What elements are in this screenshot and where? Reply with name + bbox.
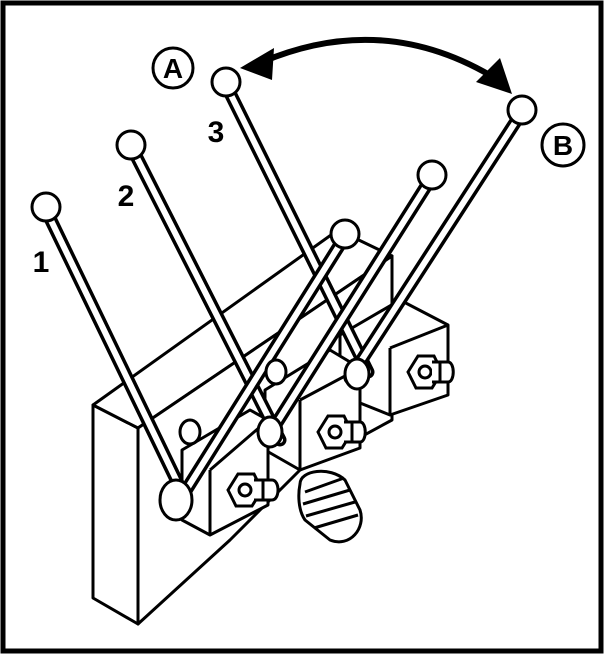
hydraulic-fittings [226,354,455,544]
svg-text:B: B [553,130,573,161]
pivot-caps [158,357,371,522]
svg-text:A: A [163,53,183,84]
levers [30,66,538,507]
pivot-1 [158,478,194,522]
pivot-2 [256,415,284,449]
lever-1 [30,191,191,503]
lever-3-forward [343,94,538,385]
double-headed-curved-arrow-icon [240,36,512,94]
position-b-label: B [540,122,586,168]
lever-2-label: 2 [118,180,135,213]
lever-1-forward [173,218,361,507]
pivot-3 [343,357,371,391]
lever-2-forward [259,159,448,447]
lever-3-label: 3 [208,116,225,149]
fitting-2 [316,414,367,450]
lever-1-label: 1 [33,246,50,279]
threaded-port [297,469,363,544]
position-a-label: A [151,46,195,90]
fitting-3 [406,354,455,390]
fitting-1 [226,472,280,508]
